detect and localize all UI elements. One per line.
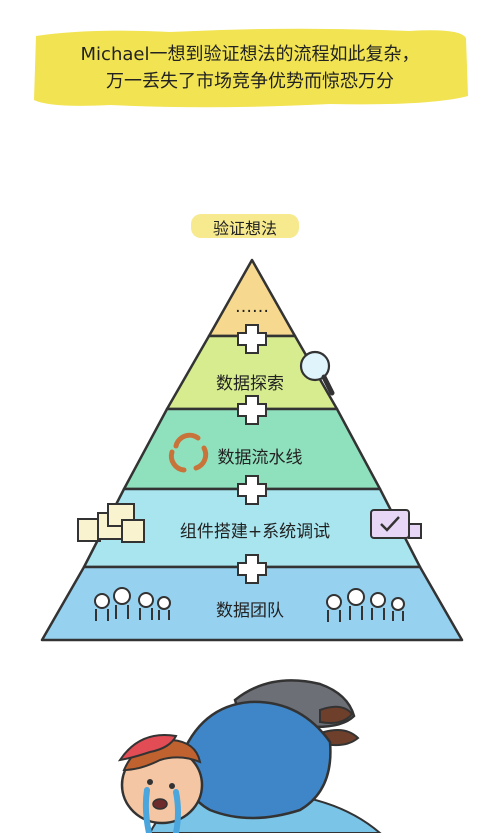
banner-brush-background (34, 28, 468, 108)
plus-icon (237, 324, 267, 354)
recycle-icon (168, 432, 209, 473)
magnifier-icon (299, 350, 335, 396)
pyramid-tier-5 (40, 565, 464, 642)
banner-line-2: 万一丢失了市场竞争优势而惊恐万分 (106, 71, 394, 92)
plus-icon (237, 554, 267, 584)
tier-label-4: 组件搭建+系统调试 (179, 522, 331, 542)
crying-character-illustration (117, 679, 382, 833)
cubes-icon (77, 503, 145, 543)
plus-icon (237, 475, 267, 505)
banner-line-1: Michael一想到验证想法的流程如此复杂， (80, 44, 420, 65)
tier-label-3: 数据流水线 (217, 448, 303, 468)
tier-label-2: 数据探索 (216, 374, 284, 394)
tier-label-5: 数据团队 (216, 601, 284, 621)
tier-label-1: …… (235, 297, 269, 317)
checkbox-icon (370, 509, 422, 539)
pyramid-title: 验证想法 (212, 219, 277, 238)
plus-icon (237, 395, 267, 425)
team-people-icon (94, 587, 171, 621)
team-people-icon (326, 588, 405, 622)
caption-banner: Michael一想到验证想法的流程如此复杂， 万一丢失了市场竞争优势而惊恐万分 (30, 26, 470, 112)
pyramid-title-chip: 验证想法 (189, 212, 301, 240)
